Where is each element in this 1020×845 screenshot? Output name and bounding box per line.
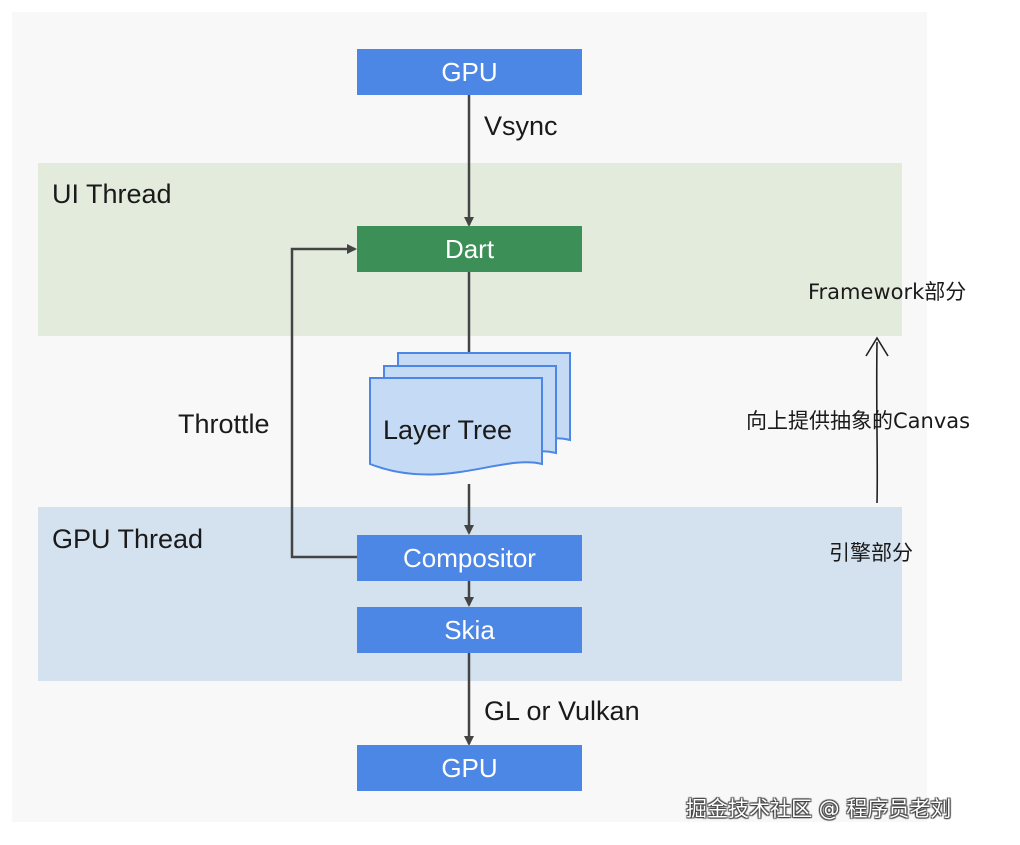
framework-part-annotation: Framework部分 bbox=[808, 280, 967, 304]
gl-or-vulkan-label: GL or Vulkan bbox=[484, 696, 640, 726]
skia-box: Skia bbox=[357, 607, 582, 653]
throttle-loop-arrow bbox=[290, 244, 357, 559]
gpu-bottom-box: GPU bbox=[357, 745, 582, 791]
gpu-top-box: GPU bbox=[357, 49, 582, 95]
watermark: 掘金技术社区 @ 程序员老刘 bbox=[686, 797, 952, 821]
layer-tree-stack bbox=[369, 352, 571, 476]
layer-tree-page-front bbox=[369, 377, 543, 476]
compositor-box: Compositor bbox=[357, 535, 582, 581]
dart-box: Dart bbox=[357, 226, 582, 272]
ui-thread-label: UI Thread bbox=[52, 179, 172, 209]
layer-tree-label: Layer Tree bbox=[383, 415, 513, 445]
upward-arrow bbox=[875, 341, 879, 504]
throttle-label: Throttle bbox=[178, 409, 270, 439]
vsync-label: Vsync bbox=[484, 111, 558, 141]
engine-part-annotation: 引擎部分 bbox=[829, 541, 913, 565]
provide-canvas-annotation: 向上提供抽象的Canvas bbox=[746, 409, 971, 433]
gpu-thread-label: GPU Thread bbox=[52, 524, 204, 554]
